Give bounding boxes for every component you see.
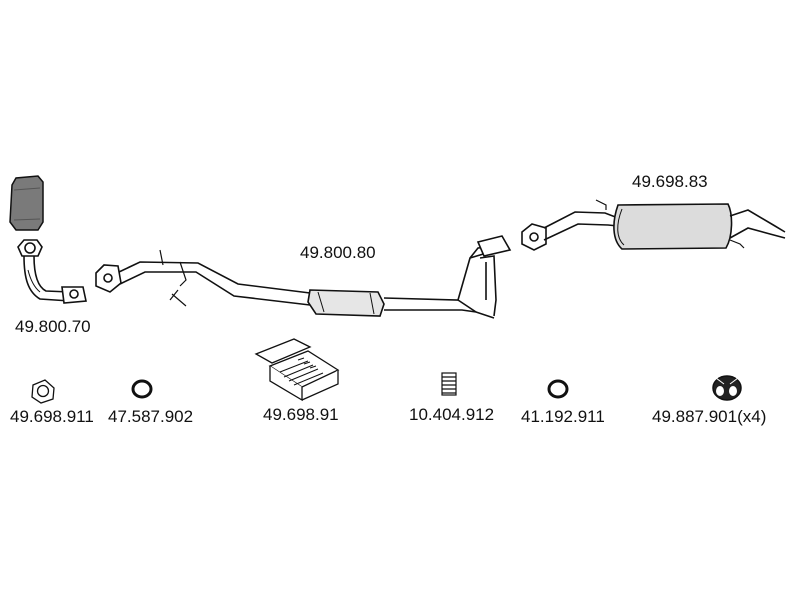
front-pipe-part-number: 49.800.70	[15, 317, 91, 336]
rear-muffler-drawing	[521, 199, 786, 251]
flange-gasket-drawing	[31, 379, 55, 404]
front-pipe-drawing	[17, 239, 87, 304]
middle-pipe-part-number: 49.800.80	[300, 243, 376, 262]
gasket-part-number: 49.698.911	[10, 407, 94, 426]
seal-ring-a-part-number: 47.587.902	[108, 407, 194, 426]
rubber-hanger-drawing	[712, 375, 742, 401]
seal-ring-drawing	[547, 379, 569, 399]
spring-drawing	[441, 372, 457, 396]
seal-ring-drawing	[131, 379, 153, 399]
middle-pipe-drawing	[95, 235, 512, 319]
mounting-kit-part-number: 49.698.91	[263, 405, 339, 424]
spring-part-number: 10.404.912	[409, 405, 495, 424]
seal-ring-b-part-number: 41.192.911	[521, 407, 605, 426]
rubber-hanger-part-number: 49.887.901(x4)	[652, 407, 767, 426]
rear-muffler-part-number: 49.698.83	[632, 172, 708, 191]
mounting-kit-box-drawing	[254, 338, 340, 402]
catalytic-converter-drawing	[9, 175, 44, 231]
